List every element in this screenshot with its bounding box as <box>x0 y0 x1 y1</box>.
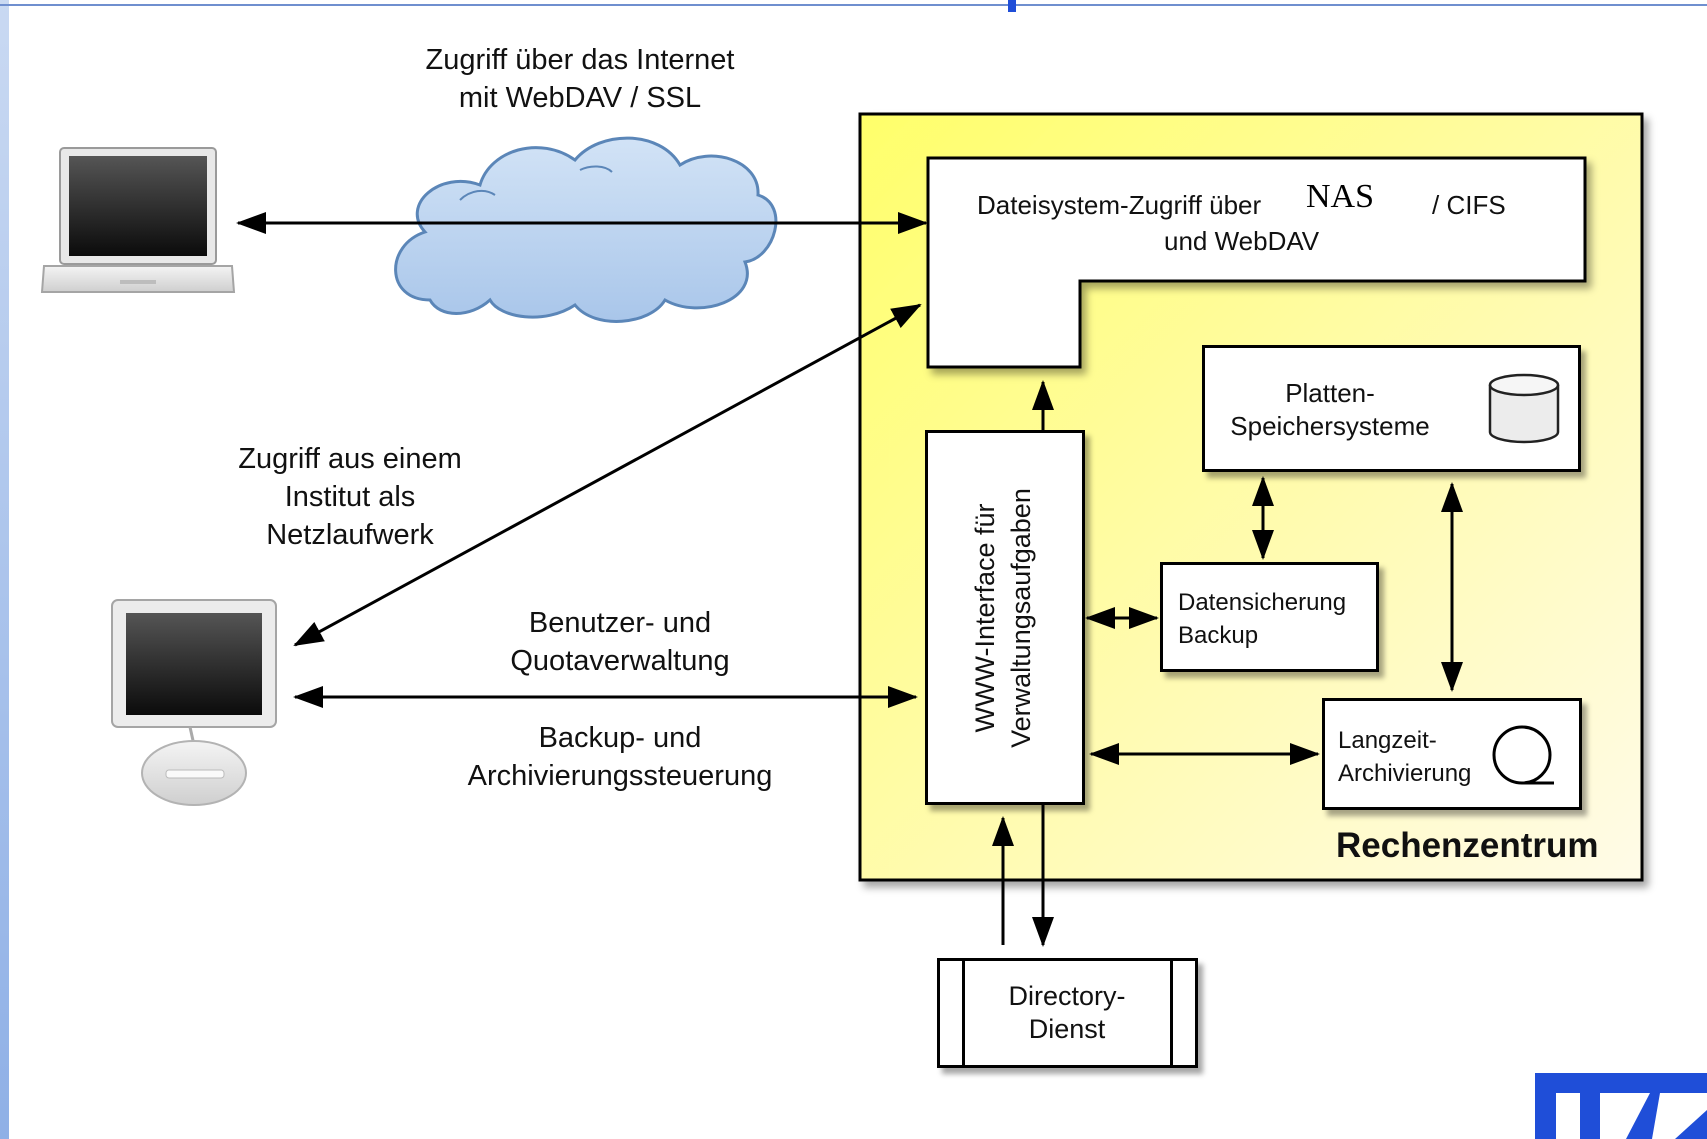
filesystem-text-left: Dateisystem-Zugriff über <box>977 190 1262 220</box>
filesystem-text-line2: und WebDAV <box>1164 226 1320 256</box>
tape-reel-icon <box>1492 725 1554 785</box>
institute-access-label: Zugriff aus einem Institut als Netzlaufw… <box>238 443 462 551</box>
top-marker <box>1008 0 1016 12</box>
directory-service-box <box>937 958 1198 1068</box>
internet-access-label: Zugriff über das Internet mit WebDAV / S… <box>425 44 735 114</box>
directory-left-bar <box>962 960 965 1066</box>
user-quota-label: Benutzer- und Quotaverwaltung <box>510 607 730 677</box>
disk-cylinder-icon <box>1488 373 1560 444</box>
disk-storage-label: Platten- Speichersysteme <box>1230 378 1430 441</box>
desktop-computer-icon <box>111 599 277 806</box>
backup-box <box>1160 562 1379 672</box>
logo-icon <box>1535 1073 1707 1139</box>
directory-right-bar <box>1170 960 1173 1066</box>
laptop-icon <box>40 147 236 293</box>
directory-service-label: Directory- Dienst <box>1008 981 1126 1044</box>
nas-overlay-label: NAS <box>1300 178 1381 216</box>
archive-label: Langzeit- Archivierung <box>1338 727 1472 787</box>
arrow-desktop-filesystem <box>293 303 922 647</box>
backup-archive-control-label: Backup- und Archivierungssteuerung <box>467 722 773 792</box>
filesystem-access-box <box>926 156 1587 369</box>
backup-label: Datensicherung Backup <box>1178 589 1347 649</box>
cloud-icon <box>394 136 778 323</box>
datacenter-title: Rechenzentrum <box>1336 826 1599 865</box>
www-interface-label: WWW-Interface für Verwaltungsaufgaben <box>970 488 1036 748</box>
www-interface-box <box>925 430 1085 805</box>
top-rule <box>0 4 1707 6</box>
left-border-strip <box>0 0 9 1139</box>
filesystem-text-right: / CIFS <box>1432 190 1506 220</box>
